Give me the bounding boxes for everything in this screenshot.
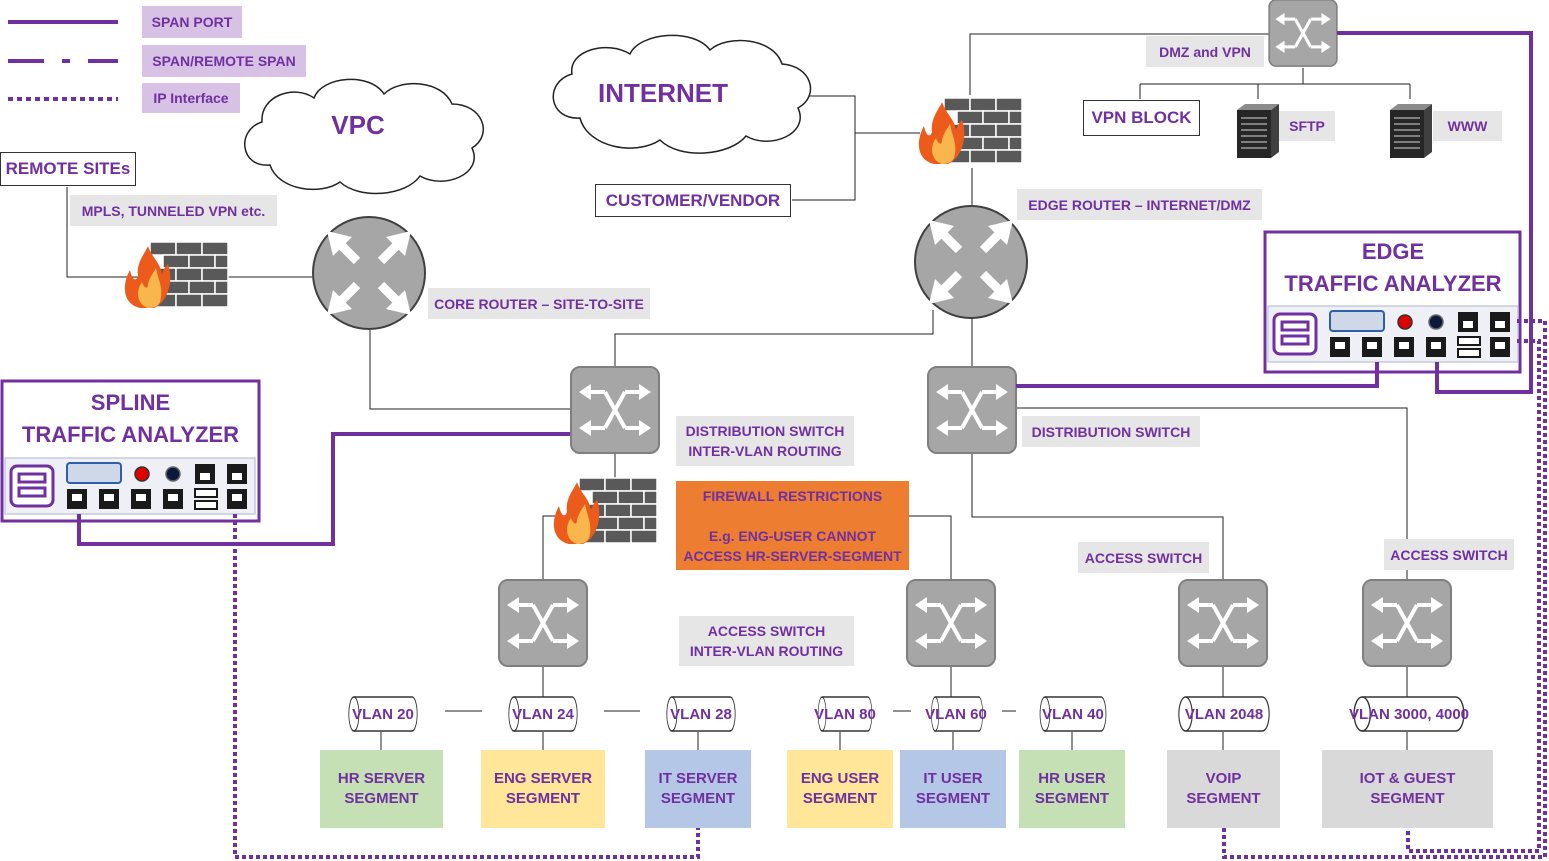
vlan-label: VLAN 60 <box>925 705 987 723</box>
edge-analyzer-device-icon[interactable] <box>1266 304 1520 364</box>
it-user-segment[interactable]: IT USER SEGMENT <box>900 750 1006 828</box>
core-router-label: CORE ROUTER – SITE-TO-SITE <box>428 288 650 319</box>
vlan-label: VLAN 20 <box>352 705 414 723</box>
connection-lines <box>66 33 1411 750</box>
access-switch-label-2: ACCESS SWITCH <box>1384 539 1514 570</box>
hr-user-segment[interactable]: HR USER SEGMENT <box>1019 750 1125 828</box>
vlan-label: VLAN 28 <box>670 705 732 723</box>
sftp-label: SFTP <box>1279 111 1335 141</box>
span-port-lines <box>77 31 1533 546</box>
vpc-label: VPC <box>331 109 385 140</box>
legend-line-samples <box>8 20 118 101</box>
internet-label: INTERNET <box>598 77 728 108</box>
legend-ip-interface: IP Interface <box>142 83 240 113</box>
customer-vendor-box[interactable]: CUSTOMER/VENDOR <box>595 184 791 217</box>
core-router-icon[interactable] <box>313 217 425 329</box>
edge-router-icon[interactable] <box>915 206 1027 318</box>
distribution-switch-left-icon[interactable] <box>569 365 661 455</box>
dmz-vpn-label: DMZ and VPN <box>1146 36 1264 67</box>
remote-firewall-icon[interactable] <box>124 241 229 309</box>
vlan-label: VLAN 40 <box>1042 705 1104 723</box>
distribution-switch-left-label: DISTRIBUTION SWITCH INTER-VLAN ROUTING <box>676 416 854 466</box>
legend-span-remote-span: SPAN/REMOTE SPAN <box>142 45 306 77</box>
mpls-label: MPLS, TUNNELED VPN etc. <box>70 195 277 226</box>
access-switch-1-icon[interactable] <box>497 578 589 668</box>
access-switch-3-icon[interactable] <box>1177 578 1269 668</box>
access-switch-inter-vlan-label: ACCESS SWITCH INTER-VLAN ROUTING <box>679 616 854 666</box>
ip-interface-lines <box>233 319 1547 859</box>
vpn-block-box[interactable]: VPN BLOCK <box>1083 100 1200 136</box>
vlan-label: VLAN 80 <box>814 705 876 723</box>
eng-server-segment[interactable]: ENG SERVER SEGMENT <box>481 750 605 828</box>
vpc-cloud <box>244 78 484 195</box>
distribution-switch-right-label: DISTRIBUTION SWITCH <box>1022 416 1200 447</box>
internet-cloud <box>552 34 812 154</box>
edge-firewall-icon[interactable] <box>918 97 1023 165</box>
hr-server-segment[interactable]: HR SERVER SEGMENT <box>320 750 443 828</box>
www-label: WWW <box>1433 111 1502 141</box>
spline-analyzer-device-icon[interactable] <box>3 456 257 516</box>
vlan-label: VLAN 3000, 4000 <box>1348 705 1470 723</box>
edge-analyzer-title: EDGE TRAFFIC ANALYZER <box>1284 239 1502 296</box>
access-switch-2-icon[interactable] <box>905 578 997 668</box>
legend-span-port: SPAN PORT <box>142 6 242 38</box>
vlan-label: VLAN 2048 <box>1184 705 1264 723</box>
spline-analyzer-title: SPLINE TRAFFIC ANALYZER <box>21 390 240 447</box>
distribution-switch-right-icon[interactable] <box>926 365 1018 455</box>
vlan-label: VLAN 24 <box>512 705 574 723</box>
firewall-restrictions-note: FIREWALL RESTRICTIONS E.g. ENG-USER CANN… <box>676 481 909 570</box>
remote-sites-box[interactable]: REMOTE SITEs <box>0 152 136 186</box>
access-switch-4-icon[interactable] <box>1361 578 1453 668</box>
it-server-segment[interactable]: IT SERVER SEGMENT <box>645 750 751 828</box>
voip-segment[interactable]: VOIP SEGMENT <box>1167 750 1280 828</box>
edge-router-label: EDGE ROUTER – INTERNET/DMZ <box>1017 189 1262 220</box>
internal-firewall-icon[interactable] <box>553 477 658 545</box>
sftp-server-icon[interactable] <box>1236 103 1280 159</box>
access-switch-label-1: ACCESS SWITCH <box>1078 542 1209 573</box>
iot-guest-segment[interactable]: IOT & GUEST SEGMENT <box>1322 750 1493 828</box>
www-server-icon[interactable] <box>1389 103 1433 159</box>
dmz-switch-icon[interactable] <box>1267 0 1339 68</box>
eng-user-segment[interactable]: ENG USER SEGMENT <box>787 750 893 828</box>
